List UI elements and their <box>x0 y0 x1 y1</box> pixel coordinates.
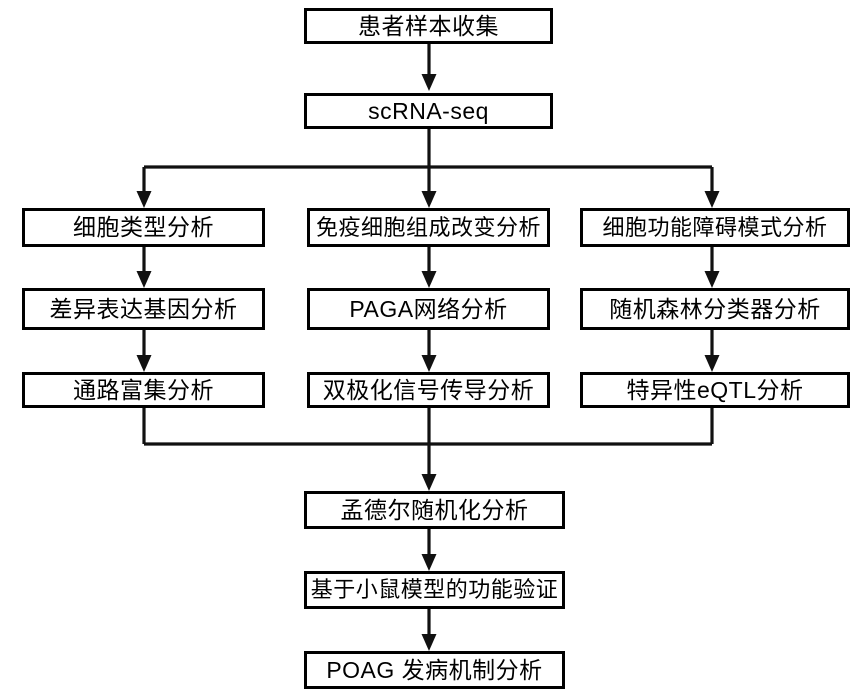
node-paga-network-analysis[interactable]: PAGA网络分析 <box>307 288 550 330</box>
edge-n13-n14 <box>421 609 437 651</box>
node-cell-dysfunction-pattern-analysis[interactable]: 细胞功能障碍模式分析 <box>580 208 850 247</box>
node-mendelian-randomization-analysis[interactable]: 孟德尔随机化分析 <box>304 491 565 529</box>
edge-n6-n9 <box>136 330 152 372</box>
edge-merge-bus <box>142 408 714 491</box>
node-differential-gene-expression-analysis[interactable]: 差异表达基因分析 <box>22 288 265 330</box>
node-immune-cell-composition-change-analysis[interactable]: 免疫细胞组成改变分析 <box>307 208 550 247</box>
edge-n1-n2 <box>421 44 437 91</box>
edge-bus-n4 <box>421 167 437 208</box>
node-mouse-model-functional-validation[interactable]: 基于小鼠模型的功能验证 <box>304 571 565 609</box>
edge-n12-n13 <box>421 529 437 571</box>
node-bipolarization-signaling-analysis[interactable]: 双极化信号传导分析 <box>307 372 550 408</box>
node-patient-sample-collection[interactable]: 患者样本收集 <box>304 8 553 44</box>
edge-n7-n10 <box>421 330 437 372</box>
edge-n4-n7 <box>421 247 437 288</box>
node-random-forest-classifier-analysis[interactable]: 随机森林分类器分析 <box>580 288 850 330</box>
edge-bus-n5 <box>704 167 720 208</box>
edge-n5-n8 <box>704 247 720 288</box>
node-poag-pathogenesis-analysis[interactable]: POAG 发病机制分析 <box>304 651 565 689</box>
node-pathway-enrichment-analysis[interactable]: 通路富集分析 <box>22 372 265 408</box>
edge-n2-bus <box>144 129 712 169</box>
edge-n8-n11 <box>704 330 720 372</box>
edge-n3-n6 <box>136 247 152 288</box>
edge-bus-n3 <box>136 167 152 208</box>
node-specific-eqtl-analysis[interactable]: 特异性eQTL分析 <box>580 372 850 408</box>
node-cell-type-analysis[interactable]: 细胞类型分析 <box>22 208 265 247</box>
node-scrna-seq[interactable]: scRNA-seq <box>304 93 553 129</box>
